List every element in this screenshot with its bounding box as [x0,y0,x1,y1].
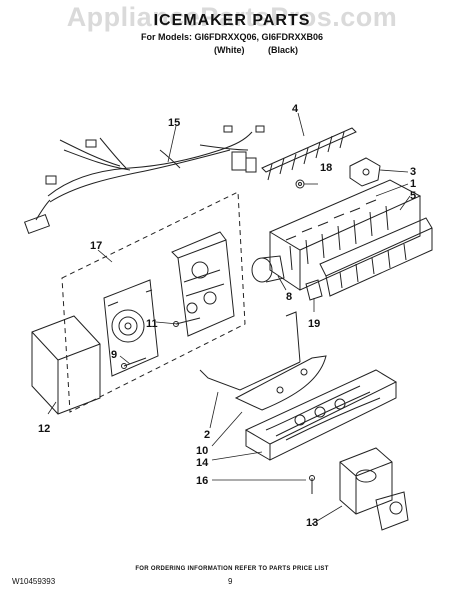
screw-9-drawing [121,357,147,369]
screw-18-drawing [295,179,305,189]
ordering-note: FOR ORDERING INFORMATION REFER TO PARTS … [135,566,329,572]
callout-15: 15 [168,117,180,129]
water-valve-drawing [339,447,409,531]
callout-8: 8 [286,291,292,303]
part-8-drawing [251,255,285,283]
shutoff-arm-drawing [199,311,301,391]
control-module-drawing [171,231,235,337]
callout-3: 3 [410,166,416,178]
variant-black-label: (Black) [268,45,299,55]
callout-10: 10 [196,445,208,457]
leader-lines [47,112,411,525]
callout-1: 1 [410,178,416,190]
callout-14: 14 [196,457,209,469]
stripper-drawing [319,217,433,297]
page-number: 9 [228,577,233,586]
callout-19: 19 [308,318,320,330]
shield-drawing [234,355,327,411]
module-outline-dashed [61,191,246,413]
heater-base-drawing [244,369,398,461]
wire-harness-drawing [23,125,265,235]
callout-2: 2 [204,429,210,441]
callout-18: 18 [320,162,332,174]
page-title: ICEMAKER PARTS [153,12,311,29]
bracket-drawing [349,157,381,187]
models-line: For Models: GI6FDRXXQ06, GI6FDRXXB06 [140,32,324,42]
callout-4: 4 [292,103,299,115]
callout-11: 11 [146,318,158,330]
watermark-text: AppliancePartsPros.com [66,2,398,32]
callout-5: 5 [410,190,416,202]
callout-17: 17 [90,240,102,252]
cover-drawing [31,315,101,415]
mold-drawing [268,179,422,291]
callout-labels: 15 4 18 3 1 5 17 8 11 19 9 12 2 10 14 16… [38,103,416,529]
screw-16-drawing [309,475,315,494]
callout-9: 9 [111,349,117,361]
ejector-drawing [261,127,357,181]
document-number: W10459393 [12,577,56,586]
motor-housing-drawing [103,279,159,377]
callout-13: 13 [306,517,318,529]
callout-16: 16 [196,475,208,487]
variant-white-label: (White) [214,45,245,55]
callout-12: 12 [38,423,50,435]
clip-19-drawing [305,279,323,301]
screw-11-drawing [173,317,201,327]
